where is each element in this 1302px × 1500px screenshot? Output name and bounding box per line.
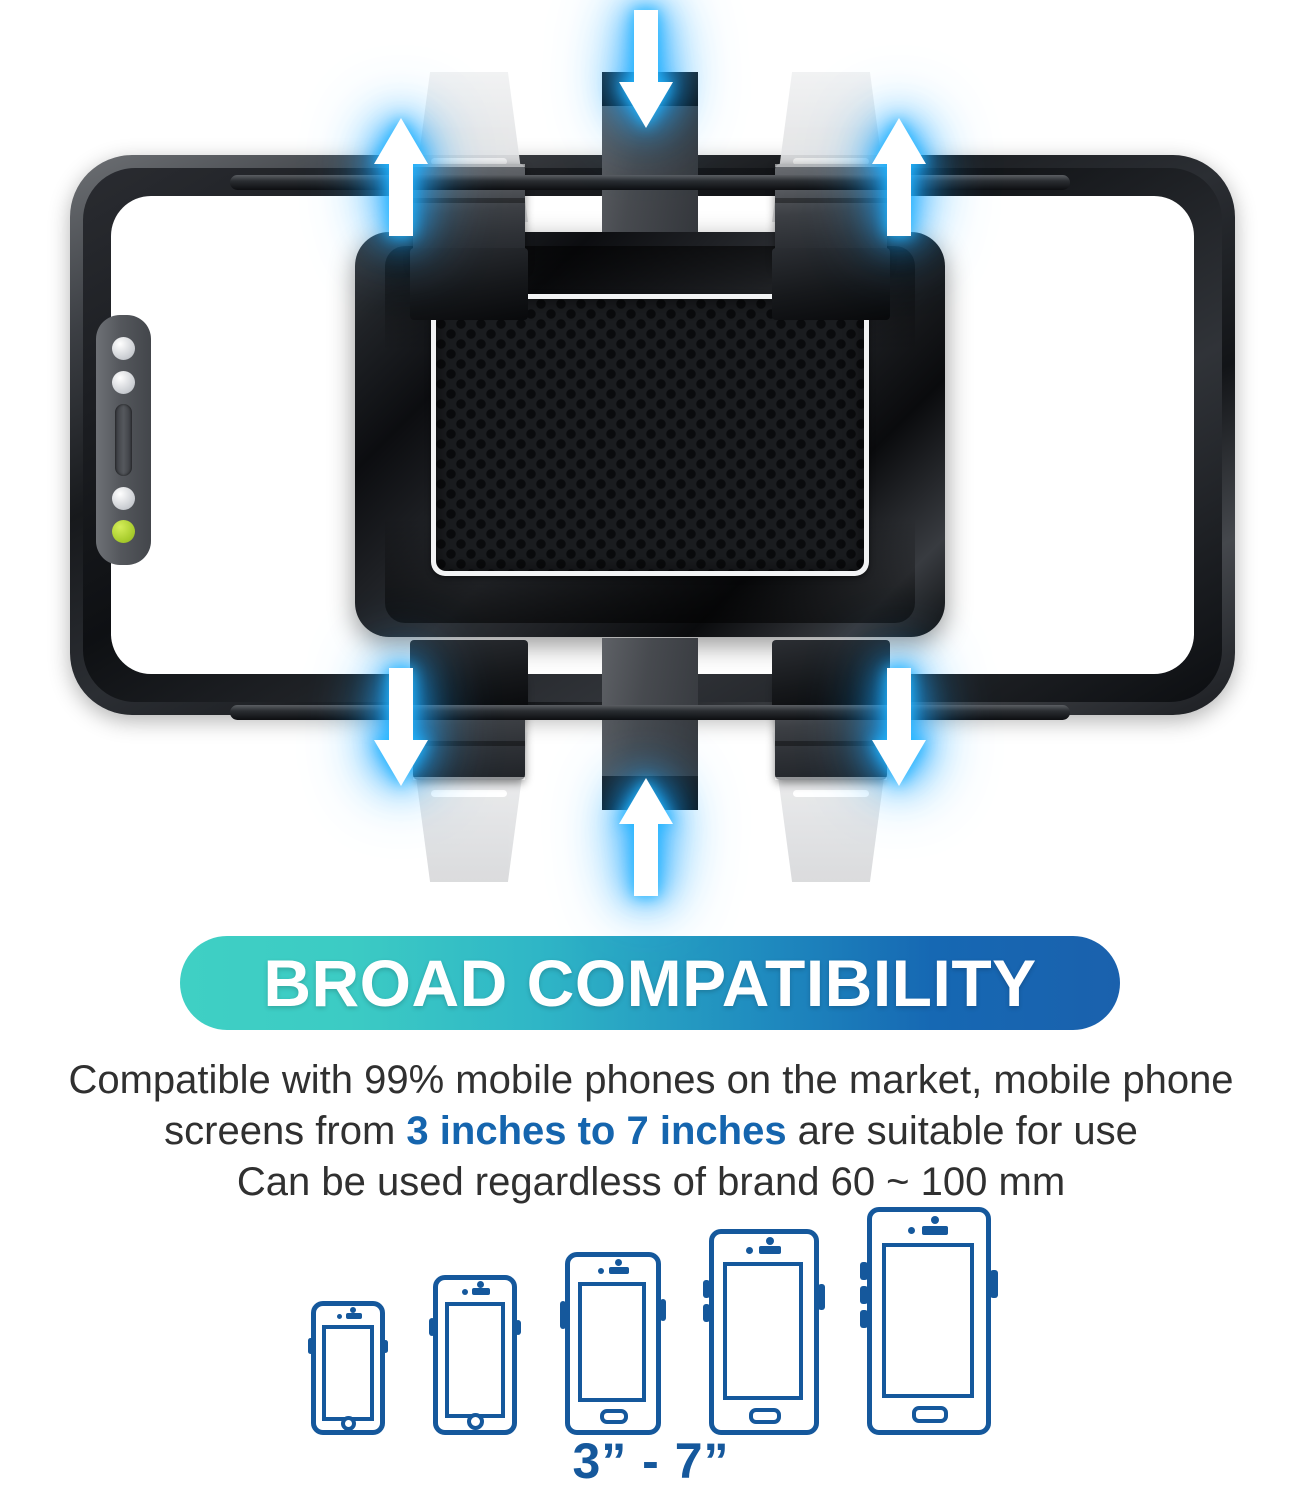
clamp-arm-bottom-right xyxy=(772,640,890,882)
description-line-2: screens from 3 inches to 7 inches are su… xyxy=(0,1106,1302,1157)
slide-rail-bottom xyxy=(230,705,1070,720)
clamp-arm-jaw xyxy=(410,248,528,320)
arrow-up-icon-top-right xyxy=(872,118,926,236)
clamp-arm-jaw xyxy=(772,248,890,320)
clamp-arm-bottom-left xyxy=(410,640,528,882)
grip-pad-texture xyxy=(436,299,864,571)
description-line-2-post: are suitable for use xyxy=(786,1109,1138,1154)
arrow-up-icon-top-left xyxy=(374,118,428,236)
clamp-arm-jaw xyxy=(410,640,528,712)
arrow-down-icon-bottom-left xyxy=(374,668,428,786)
earpiece-speaker-icon xyxy=(115,404,132,476)
phone-size-icon-5 xyxy=(860,1207,998,1435)
phone-size-icon-1 xyxy=(308,1301,388,1435)
product-illustration xyxy=(70,10,1235,896)
arrow-down-icon-top-center xyxy=(619,10,673,128)
description-size-highlight: 3 inches to 7 inches xyxy=(406,1109,787,1154)
front-camera-icon xyxy=(112,370,135,394)
feature-description: Compatible with 99% mobile phones on the… xyxy=(0,1055,1302,1209)
phone-size-icon-4 xyxy=(703,1229,825,1435)
phone-size-row xyxy=(0,1200,1302,1435)
feature-title-text: BROAD COMPATIBILITY xyxy=(263,946,1037,1020)
ambient-sensor-icon xyxy=(112,486,135,510)
phone-notch-sensors xyxy=(96,315,151,565)
phone-size-icon-2 xyxy=(429,1275,521,1435)
description-line-1: Compatible with 99% mobile phones on the… xyxy=(68,1058,1234,1102)
clamp-arm-top-left xyxy=(410,72,528,320)
clamp-arm-jaw xyxy=(772,640,890,712)
phone-size-icon-3 xyxy=(560,1252,666,1435)
indicator-led-icon xyxy=(112,520,135,543)
grip-pad-frame xyxy=(431,294,869,576)
proximity-sensor-icon xyxy=(112,337,135,360)
arrow-up-icon-bottom-center xyxy=(619,778,673,896)
arrow-down-icon-bottom-right xyxy=(872,668,926,786)
description-line-2-pre: screens from xyxy=(164,1109,407,1154)
description-line-3: Can be used regardless of brand 60 ~ 100… xyxy=(236,1160,1066,1205)
slide-rail-top xyxy=(230,175,1070,190)
size-range-label: 3” - 7” xyxy=(572,1433,730,1489)
feature-title-badge: BROAD COMPATIBILITY xyxy=(180,936,1120,1030)
